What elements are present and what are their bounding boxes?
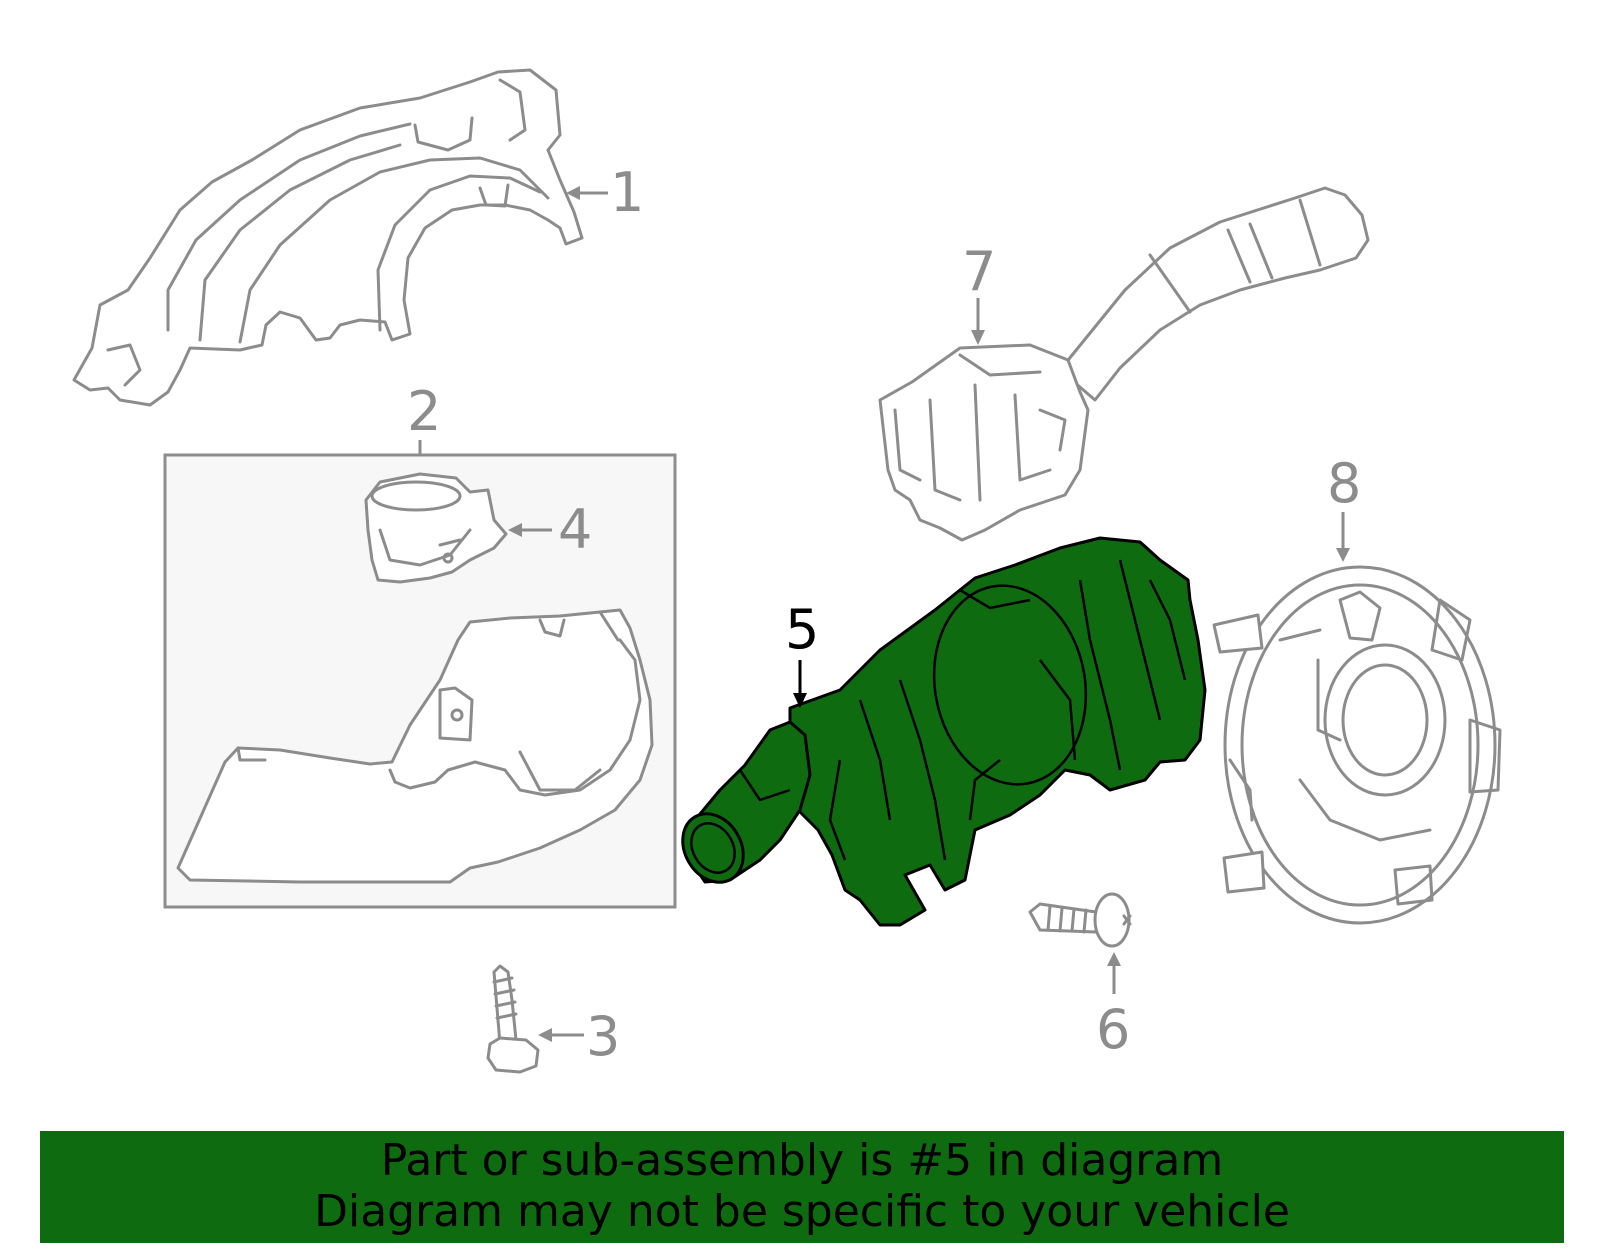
part-7-wiper-switch[interactable] [878, 186, 1370, 542]
callout-4[interactable]: 4 [558, 498, 592, 561]
part-8-clock-spring[interactable] [1212, 565, 1502, 925]
arrowhead-8 [1336, 548, 1350, 562]
arrowhead-5 [793, 693, 807, 708]
banner-line-disclaimer: Diagram may not be specific to your vehi… [314, 1186, 1290, 1237]
callout-6[interactable]: 6 [1096, 998, 1130, 1061]
info-banner: Part or sub-assembly is #5 in diagram Di… [40, 1131, 1564, 1243]
arrowhead-4 [508, 523, 522, 537]
part-6-screw[interactable] [1028, 892, 1132, 948]
part-4-lock-bezel[interactable] [364, 472, 508, 584]
arrowhead-1 [566, 186, 580, 200]
callout-3[interactable]: 3 [586, 1005, 620, 1068]
part-5-combination-switch[interactable] [671, 536, 1207, 927]
callout-2[interactable]: 2 [407, 380, 441, 443]
arrowhead-3 [538, 1028, 552, 1042]
arrowhead-6 [1107, 952, 1121, 966]
banner-line-part-number: Part or sub-assembly is #5 in diagram [380, 1135, 1224, 1186]
arrowhead-7 [971, 330, 985, 345]
part-1-upper-shroud[interactable] [72, 68, 584, 407]
part-2-lower-shroud[interactable] [176, 608, 654, 884]
callout-7[interactable]: 7 [962, 240, 996, 303]
callout-5[interactable]: 5 [785, 598, 819, 661]
part-3-screw[interactable] [486, 964, 540, 1074]
callout-8[interactable]: 8 [1327, 452, 1361, 515]
callout-1[interactable]: 1 [610, 161, 644, 224]
